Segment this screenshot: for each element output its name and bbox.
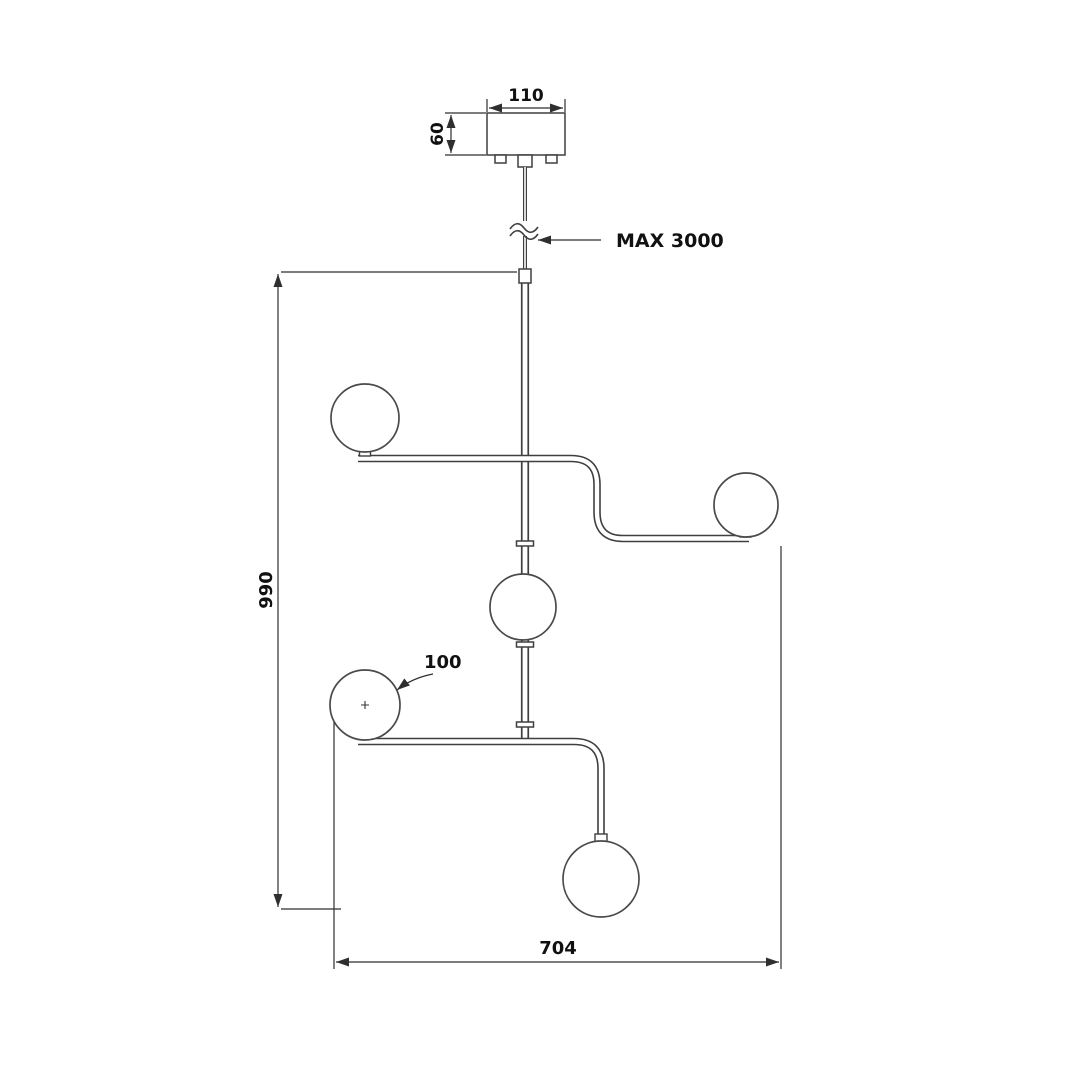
- globe-5-bottom: [562, 840, 640, 918]
- label-fixture-width: 704: [539, 938, 577, 959]
- canopy-cable-outlet: [517, 154, 533, 168]
- ceiling-canopy: [486, 112, 566, 168]
- dimension-labels: 110 60 MAX 3000 990 100 704: [256, 86, 724, 959]
- label-globe-diameter: 100: [424, 652, 462, 673]
- upper-arm-tube: [358, 454, 749, 543]
- stem-collar-lower: [515, 721, 535, 728]
- stem-collar-upper: [515, 540, 535, 547]
- label-canopy-height: 60: [428, 122, 448, 146]
- label-fixture-height: 990: [256, 571, 277, 609]
- label-canopy-width: 110: [508, 86, 544, 106]
- dimension-lines: [273, 103, 779, 967]
- cable-break-mark-top: [509, 222, 539, 234]
- extension-lines: [281, 99, 782, 969]
- canopy-tab-left: [494, 154, 507, 164]
- lower-arm-tube: [358, 737, 605, 838]
- canopy-tab-right: [545, 154, 558, 164]
- cable-break-mark-bottom: [509, 229, 539, 241]
- lamp-body: [329, 112, 779, 918]
- stem-collar-middle: [515, 641, 535, 648]
- suspension-cable: [509, 167, 539, 269]
- globe-4-center-mark: [361, 701, 369, 709]
- globe-2-right: [713, 472, 779, 538]
- globe-1-top-left: [330, 383, 400, 453]
- globe-3-center-stem: [489, 573, 557, 641]
- stem-connector: [518, 268, 532, 284]
- label-suspension-max: MAX 3000: [616, 230, 724, 252]
- leader-arrow-globe-diameter: [396, 673, 434, 691]
- canopy-box: [486, 112, 566, 156]
